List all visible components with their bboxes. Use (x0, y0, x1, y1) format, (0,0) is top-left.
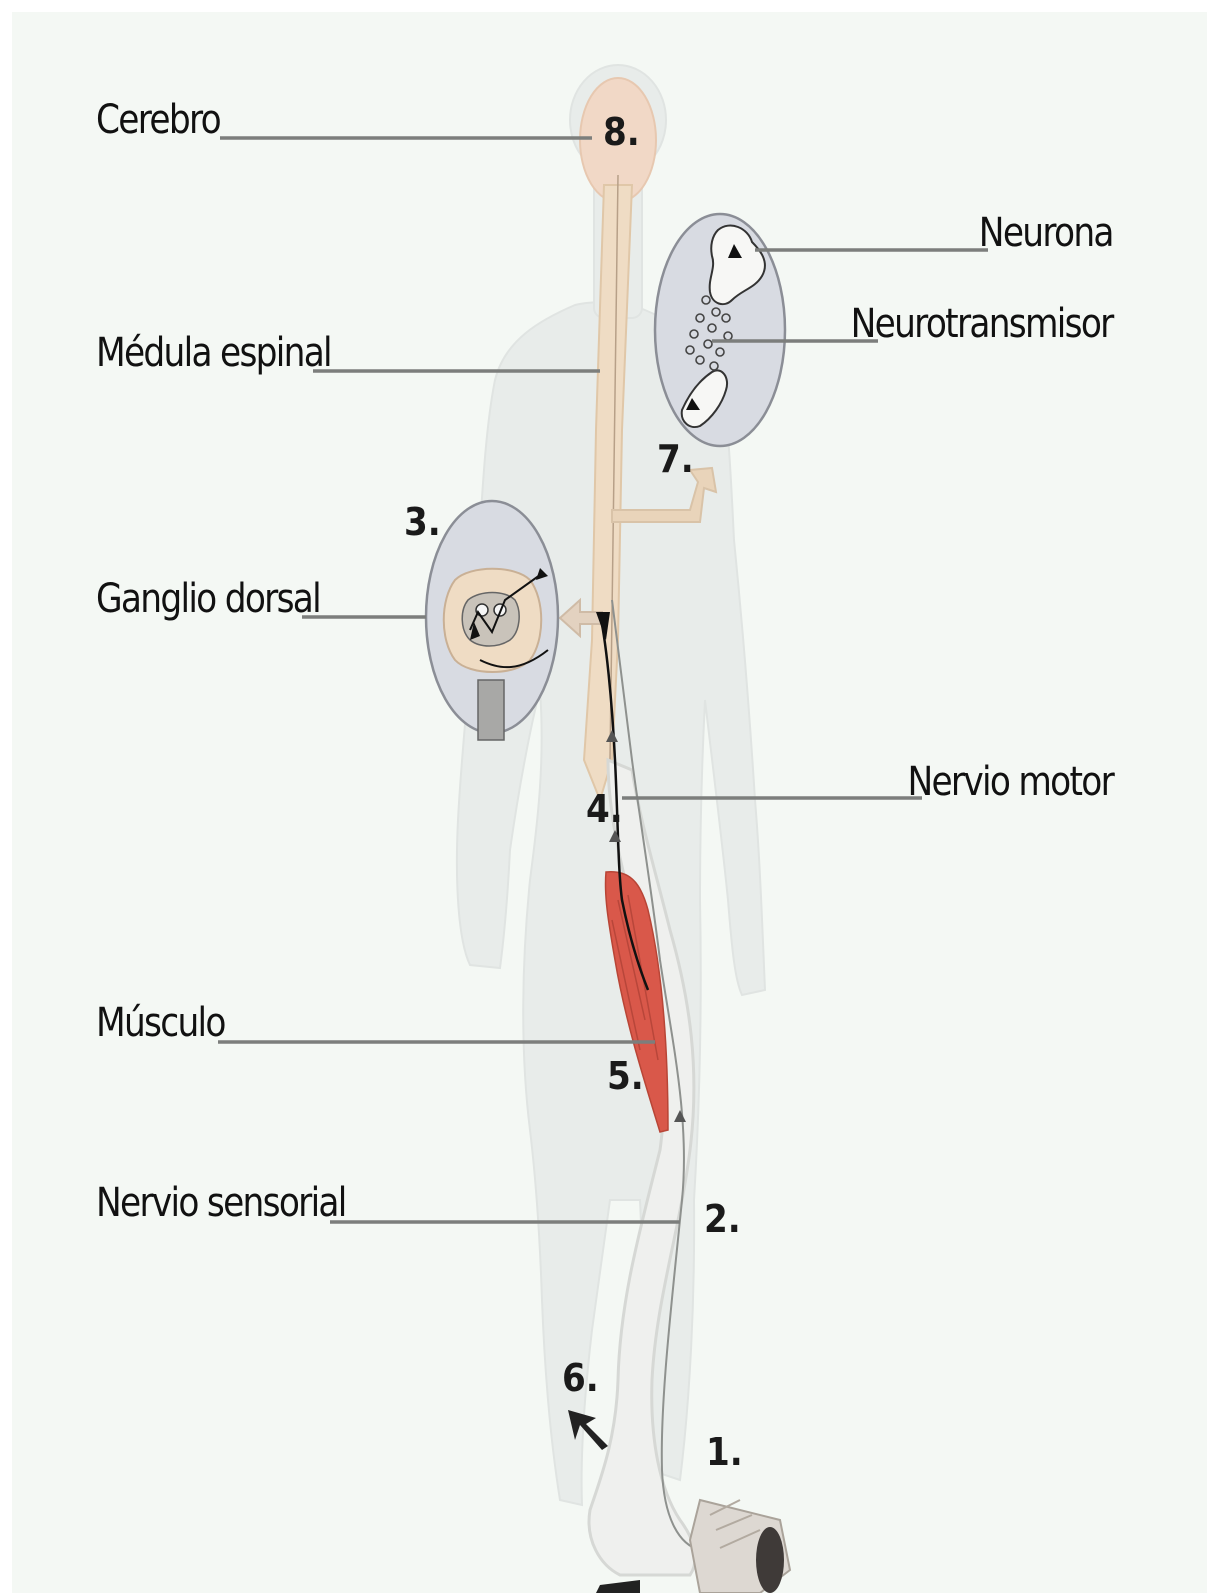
label-cerebro: Cerebro (96, 100, 220, 140)
step-7: 7. (657, 440, 694, 478)
step-5: 5. (607, 1057, 644, 1095)
step-8: 8. (603, 113, 640, 151)
label-medula-espinal: Médula espinal (96, 333, 331, 373)
ganglio-inset (426, 501, 558, 740)
step-2: 2. (704, 1200, 741, 1238)
label-nervio-sensorial: Nervio sensorial (96, 1183, 346, 1223)
step-3: 3. (404, 503, 441, 541)
step-4: 4. (586, 790, 623, 828)
label-musculo: Músculo (96, 1003, 225, 1043)
step-6: 6. (562, 1359, 599, 1397)
label-neurotransmisor: Neurotransmisor (851, 304, 1113, 344)
label-nervio-motor: Nervio motor (907, 762, 1113, 802)
label-ganglio-dorsal: Ganglio dorsal (96, 579, 320, 619)
step-1: 1. (706, 1433, 743, 1471)
label-neurona: Neurona (979, 213, 1113, 253)
